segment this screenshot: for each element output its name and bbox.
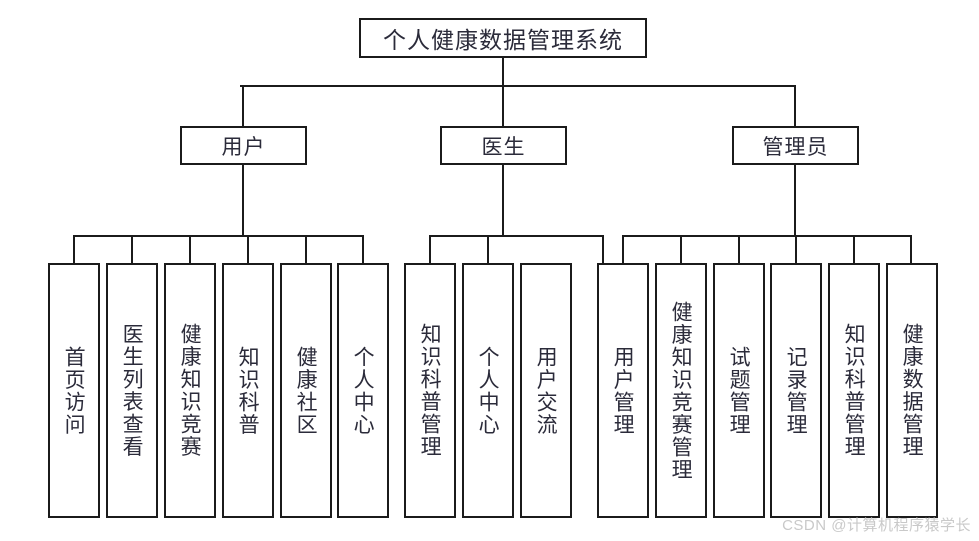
connector-doctor-sub-bus (429, 235, 604, 237)
connector-bus-to-doctor (502, 85, 504, 126)
leaf-node-doctor-1[interactable]: 知识科普管理 (404, 263, 456, 518)
leaf-node-label: 知识科普 (236, 345, 261, 436)
leaf-node-label: 首页访问 (62, 345, 87, 436)
leaf-node-label: 个人中心 (351, 345, 376, 436)
connector-user-trunk (242, 165, 244, 236)
actor-node-user-label: 用户 (221, 134, 266, 159)
connector-admin-drop-3 (738, 235, 740, 264)
connector-admin-drop-6 (910, 235, 912, 264)
connector-main-bus (240, 85, 796, 87)
leaf-node-label: 知识科普管理 (842, 323, 867, 458)
leaf-node-label: 健康社区 (294, 345, 319, 436)
leaf-node-label: 健康数据管理 (900, 323, 925, 458)
leaf-node-user-4[interactable]: 知识科普 (222, 263, 274, 518)
connector-admin-drop-5 (853, 235, 855, 264)
connector-user-drop-4 (247, 235, 249, 264)
leaf-node-user-5[interactable]: 健康社区 (280, 263, 332, 518)
connector-user-drop-1 (73, 235, 75, 264)
leaf-node-label: 试题管理 (727, 345, 752, 436)
connector-bus-to-admin (794, 85, 796, 126)
leaf-node-label: 健康知识竞赛管理 (669, 300, 694, 481)
watermark-text: CSDN @计算机程序猿学长 (782, 517, 971, 534)
connector-user-drop-6 (362, 235, 364, 264)
leaf-node-admin-3[interactable]: 试题管理 (713, 263, 765, 518)
connector-root-trunk (502, 58, 504, 86)
connector-admin-drop-1 (622, 235, 624, 264)
leaf-node-label: 记录管理 (784, 345, 809, 436)
actor-node-admin-label: 管理员 (762, 134, 829, 159)
leaf-node-doctor-3[interactable]: 用户交流 (520, 263, 572, 518)
connector-admin-drop-2 (680, 235, 682, 264)
leaf-node-admin-2[interactable]: 健康知识竞赛管理 (655, 263, 707, 518)
leaf-node-label: 用户交流 (534, 345, 559, 436)
connector-doctor-drop-2 (487, 235, 489, 264)
leaf-node-label: 健康知识竞赛 (178, 323, 203, 458)
actor-node-user[interactable]: 用户 (180, 126, 307, 165)
actor-node-admin[interactable]: 管理员 (732, 126, 859, 165)
leaf-node-doctor-2[interactable]: 个人中心 (462, 263, 514, 518)
connector-user-drop-5 (305, 235, 307, 264)
root-node-system[interactable]: 个人健康数据管理系统 (359, 18, 647, 58)
root-node-label: 个人健康数据管理系统 (383, 28, 623, 53)
connector-bus-to-user (242, 85, 244, 126)
connector-admin-sub-bus (622, 235, 912, 237)
leaf-node-admin-4[interactable]: 记录管理 (770, 263, 822, 518)
leaf-node-label: 医生列表查看 (120, 323, 145, 458)
actor-node-doctor-label: 医生 (481, 134, 526, 159)
leaf-node-user-6[interactable]: 个人中心 (337, 263, 389, 518)
connector-user-sub-bus (73, 235, 364, 237)
leaf-node-label: 知识科普管理 (418, 323, 443, 458)
connector-doctor-drop-1 (429, 235, 431, 264)
actor-node-doctor[interactable]: 医生 (440, 126, 567, 165)
connector-admin-trunk (794, 165, 796, 236)
connector-user-drop-3 (189, 235, 191, 264)
leaf-node-label: 个人中心 (476, 345, 501, 436)
leaf-node-user-3[interactable]: 健康知识竞赛 (164, 263, 216, 518)
connector-admin-drop-4 (795, 235, 797, 264)
leaf-node-label: 用户管理 (611, 345, 636, 436)
leaf-node-user-1[interactable]: 首页访问 (48, 263, 100, 518)
connector-doctor-drop-3 (602, 235, 604, 264)
leaf-node-admin-5[interactable]: 知识科普管理 (828, 263, 880, 518)
leaf-node-admin-1[interactable]: 用户管理 (597, 263, 649, 518)
connector-doctor-trunk (502, 165, 504, 236)
leaf-node-user-2[interactable]: 医生列表查看 (106, 263, 158, 518)
connector-user-drop-2 (131, 235, 133, 264)
leaf-node-admin-6[interactable]: 健康数据管理 (886, 263, 938, 518)
